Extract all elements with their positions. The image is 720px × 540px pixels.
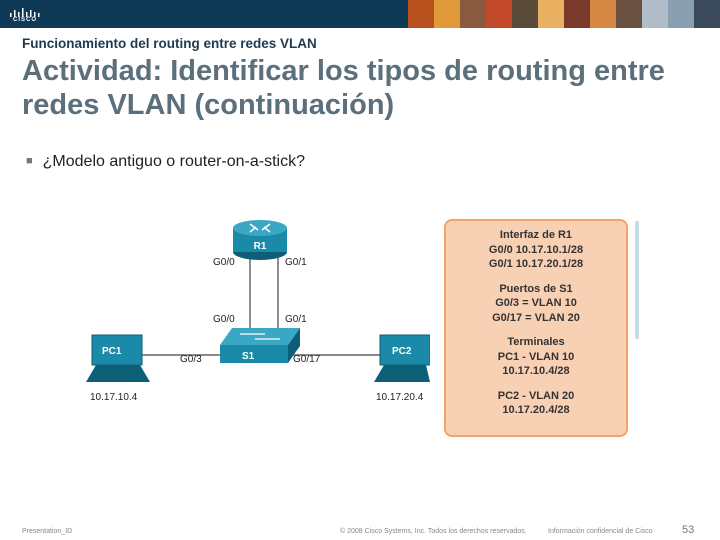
- header-photo: [564, 0, 590, 28]
- info-panel: Interfaz de R1 G0/0 10.17.10.1/28 G0/1 1…: [444, 219, 628, 437]
- pc2-label: PC2: [392, 346, 412, 357]
- terminal-line: 10.17.20.4/28: [502, 404, 570, 416]
- r1-line: G0/0 10.17.10.1/28: [488, 243, 584, 256]
- header-photo: [668, 0, 694, 28]
- switch-label: S1: [242, 351, 255, 362]
- footer-presentation-id: Presentation_ID: [22, 528, 73, 535]
- slide-subtitle: Funcionamiento del routing entre redes V…: [22, 36, 317, 51]
- header-photo: [408, 0, 434, 28]
- slide-title: Actividad: Identificar los tipos de rout…: [22, 55, 665, 121]
- bullet-text: ¿Modelo antiguo o router-on-a-stick?: [42, 153, 306, 170]
- header-photo: [642, 0, 668, 28]
- s1-line: G0/3 = VLAN 10: [495, 297, 577, 309]
- s1-heading: Puertos de S1: [499, 282, 573, 295]
- s1-port-g00: G0/0: [213, 314, 235, 325]
- header-photo: [486, 0, 512, 28]
- router-label: R1: [254, 241, 267, 252]
- switch-arrows-icon: [240, 333, 280, 340]
- s1-port-g01: G0/1: [285, 314, 307, 325]
- s1-port-g017: G0/17: [293, 354, 321, 365]
- bullet-square-icon: ■: [26, 155, 33, 167]
- header-photo: [538, 0, 564, 28]
- cisco-logo: CISCO: [8, 5, 42, 23]
- s1-port-g03: G0/3: [180, 354, 202, 365]
- network-diagram: R1 G0/0 G0/1 G0/0 G0/1 S1 G0/3 G0/17 PC1…: [86, 220, 430, 403]
- router-r1: R1: [233, 220, 287, 260]
- scroll-indicator: [635, 221, 639, 339]
- header-photo: [590, 0, 616, 28]
- pc2-ip: 10.17.20.4: [376, 392, 424, 403]
- r1-line: G0/1 10.17.20.1/28: [488, 258, 584, 270]
- router-arrows-icon: [249, 223, 271, 233]
- r1-heading: Interfaz de R1: [499, 229, 573, 241]
- page-number: 53: [682, 524, 695, 536]
- footer-copyright: © 2008 Cisco Systems, Inc. Todos los der…: [340, 528, 527, 535]
- pc1-label: PC1: [102, 346, 122, 357]
- pc2: PC2: [374, 334, 430, 382]
- header-photo: [512, 0, 538, 28]
- header-photo: [434, 0, 460, 28]
- terminals-heading: Terminales: [507, 336, 565, 348]
- header-photo: [616, 0, 642, 28]
- terminal-line: 10.17.10.4/28: [502, 365, 570, 377]
- cisco-bridge-icon: [10, 8, 40, 17]
- pc1: PC1: [86, 334, 150, 382]
- terminal-line: PC2 - VLAN 20: [497, 389, 575, 402]
- r1-port-g00: G0/0: [213, 257, 235, 268]
- photo-strip: [408, 0, 720, 28]
- terminal-line: PC1 - VLAN 10: [497, 350, 575, 363]
- header-photo: [460, 0, 486, 28]
- header-photo: [694, 0, 720, 28]
- bullet-item: ■ ¿Modelo antiguo o router-on-a-stick?: [26, 153, 305, 171]
- footer-confidential: Información confidencial de Cisco: [548, 528, 653, 535]
- pc1-ip: 10.17.10.4: [90, 392, 138, 403]
- s1-line: G0/17 = VLAN 20: [492, 311, 580, 324]
- logo-text: CISCO: [12, 17, 37, 23]
- r1-port-g01: G0/1: [285, 257, 307, 268]
- switch-s1: S1: [220, 328, 300, 363]
- header-bar: CISCO: [0, 0, 720, 28]
